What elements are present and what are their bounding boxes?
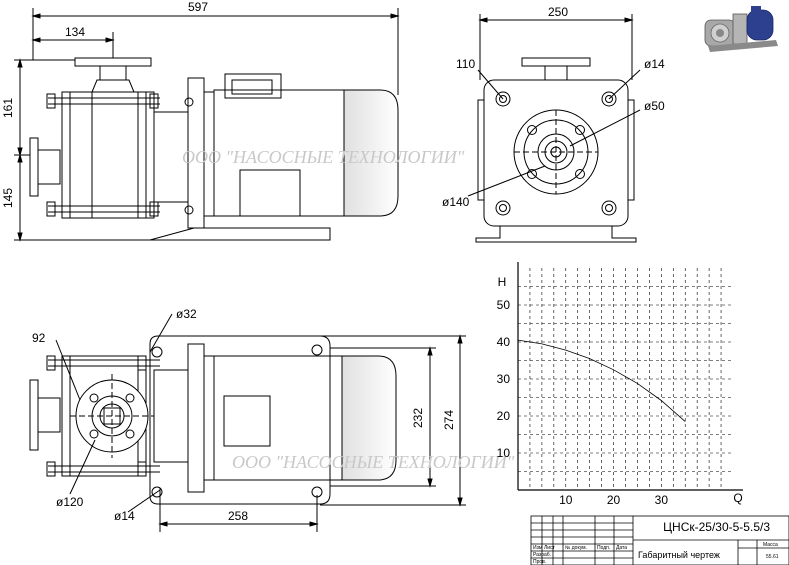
dim-lower-height: 145 (1, 188, 15, 208)
chart-x-tick-label: 20 (607, 493, 621, 507)
chart-x-tick-label: 30 (655, 493, 669, 507)
pump-product-image (704, 6, 778, 52)
top-view (29, 313, 466, 532)
watermark-top: ООО "НАСОСНЫЕ ТЕХНОЛОГИИ" (182, 147, 465, 167)
dim-overall-length: 597 (188, 0, 208, 14)
title-block-model: ЦНСк-25/30-5-5.5/3 (663, 520, 770, 534)
dim-foot-spacing: 258 (228, 509, 248, 523)
dim-bolt-size: 110 (456, 57, 475, 71)
dim-inlet-offset: 134 (65, 25, 85, 39)
dim-hole-diam: ø14 (644, 57, 665, 71)
watermark-bottom: ООО "НАСОСНЫЕ ТЕХНОЛОГИИ" (232, 452, 515, 472)
title-block-role-1: Разраб. (533, 552, 551, 558)
dim-flange-diam: ø140 (442, 195, 470, 209)
dim-front-width: 250 (548, 5, 568, 19)
chart-y-tick-label: 40 (497, 335, 511, 349)
chart-series-line (517, 339, 686, 422)
title-block (530, 515, 789, 565)
side-view (14, 8, 400, 242)
chart-x-label: Q (733, 491, 742, 505)
dim-upper-height: 161 (1, 98, 15, 118)
performance-chart: 10 20 30 10 20 30 40 50 (497, 262, 743, 507)
dim-foot-width: 232 (411, 408, 425, 428)
dim-top-bolt: 92 (32, 331, 46, 345)
chart-x-tick-label: 10 (559, 493, 573, 507)
dim-top-hole: ø14 (114, 509, 135, 523)
chart-y-tick-label: 50 (497, 298, 511, 312)
title-block-header-4: Подп. (597, 545, 610, 551)
title-block-header-3: № докум. (565, 545, 587, 551)
title-block-header-1: Изм (533, 545, 543, 551)
title-block-mass-label: Масса (763, 542, 778, 548)
dim-top-port: ø32 (176, 307, 197, 321)
title-block-header-5: Дата (616, 545, 627, 551)
dim-inner-diam: ø50 (644, 99, 665, 113)
dim-total-width: 274 (442, 410, 456, 430)
title-block-header-2: Лист (544, 545, 556, 551)
chart-y-tick-label: 30 (497, 372, 511, 386)
dim-top-flange: ø120 (56, 495, 84, 509)
chart-y-tick-label: 10 (497, 446, 511, 460)
title-block-role-2: Пров. (533, 559, 546, 565)
title-block-doc-title: Габаритный чертеж (638, 550, 720, 560)
front-view (467, 14, 641, 243)
chart-y-tick-label: 20 (497, 409, 511, 423)
title-block-mass-value: 55.61 (766, 554, 779, 560)
chart-y-label: H (498, 275, 507, 289)
